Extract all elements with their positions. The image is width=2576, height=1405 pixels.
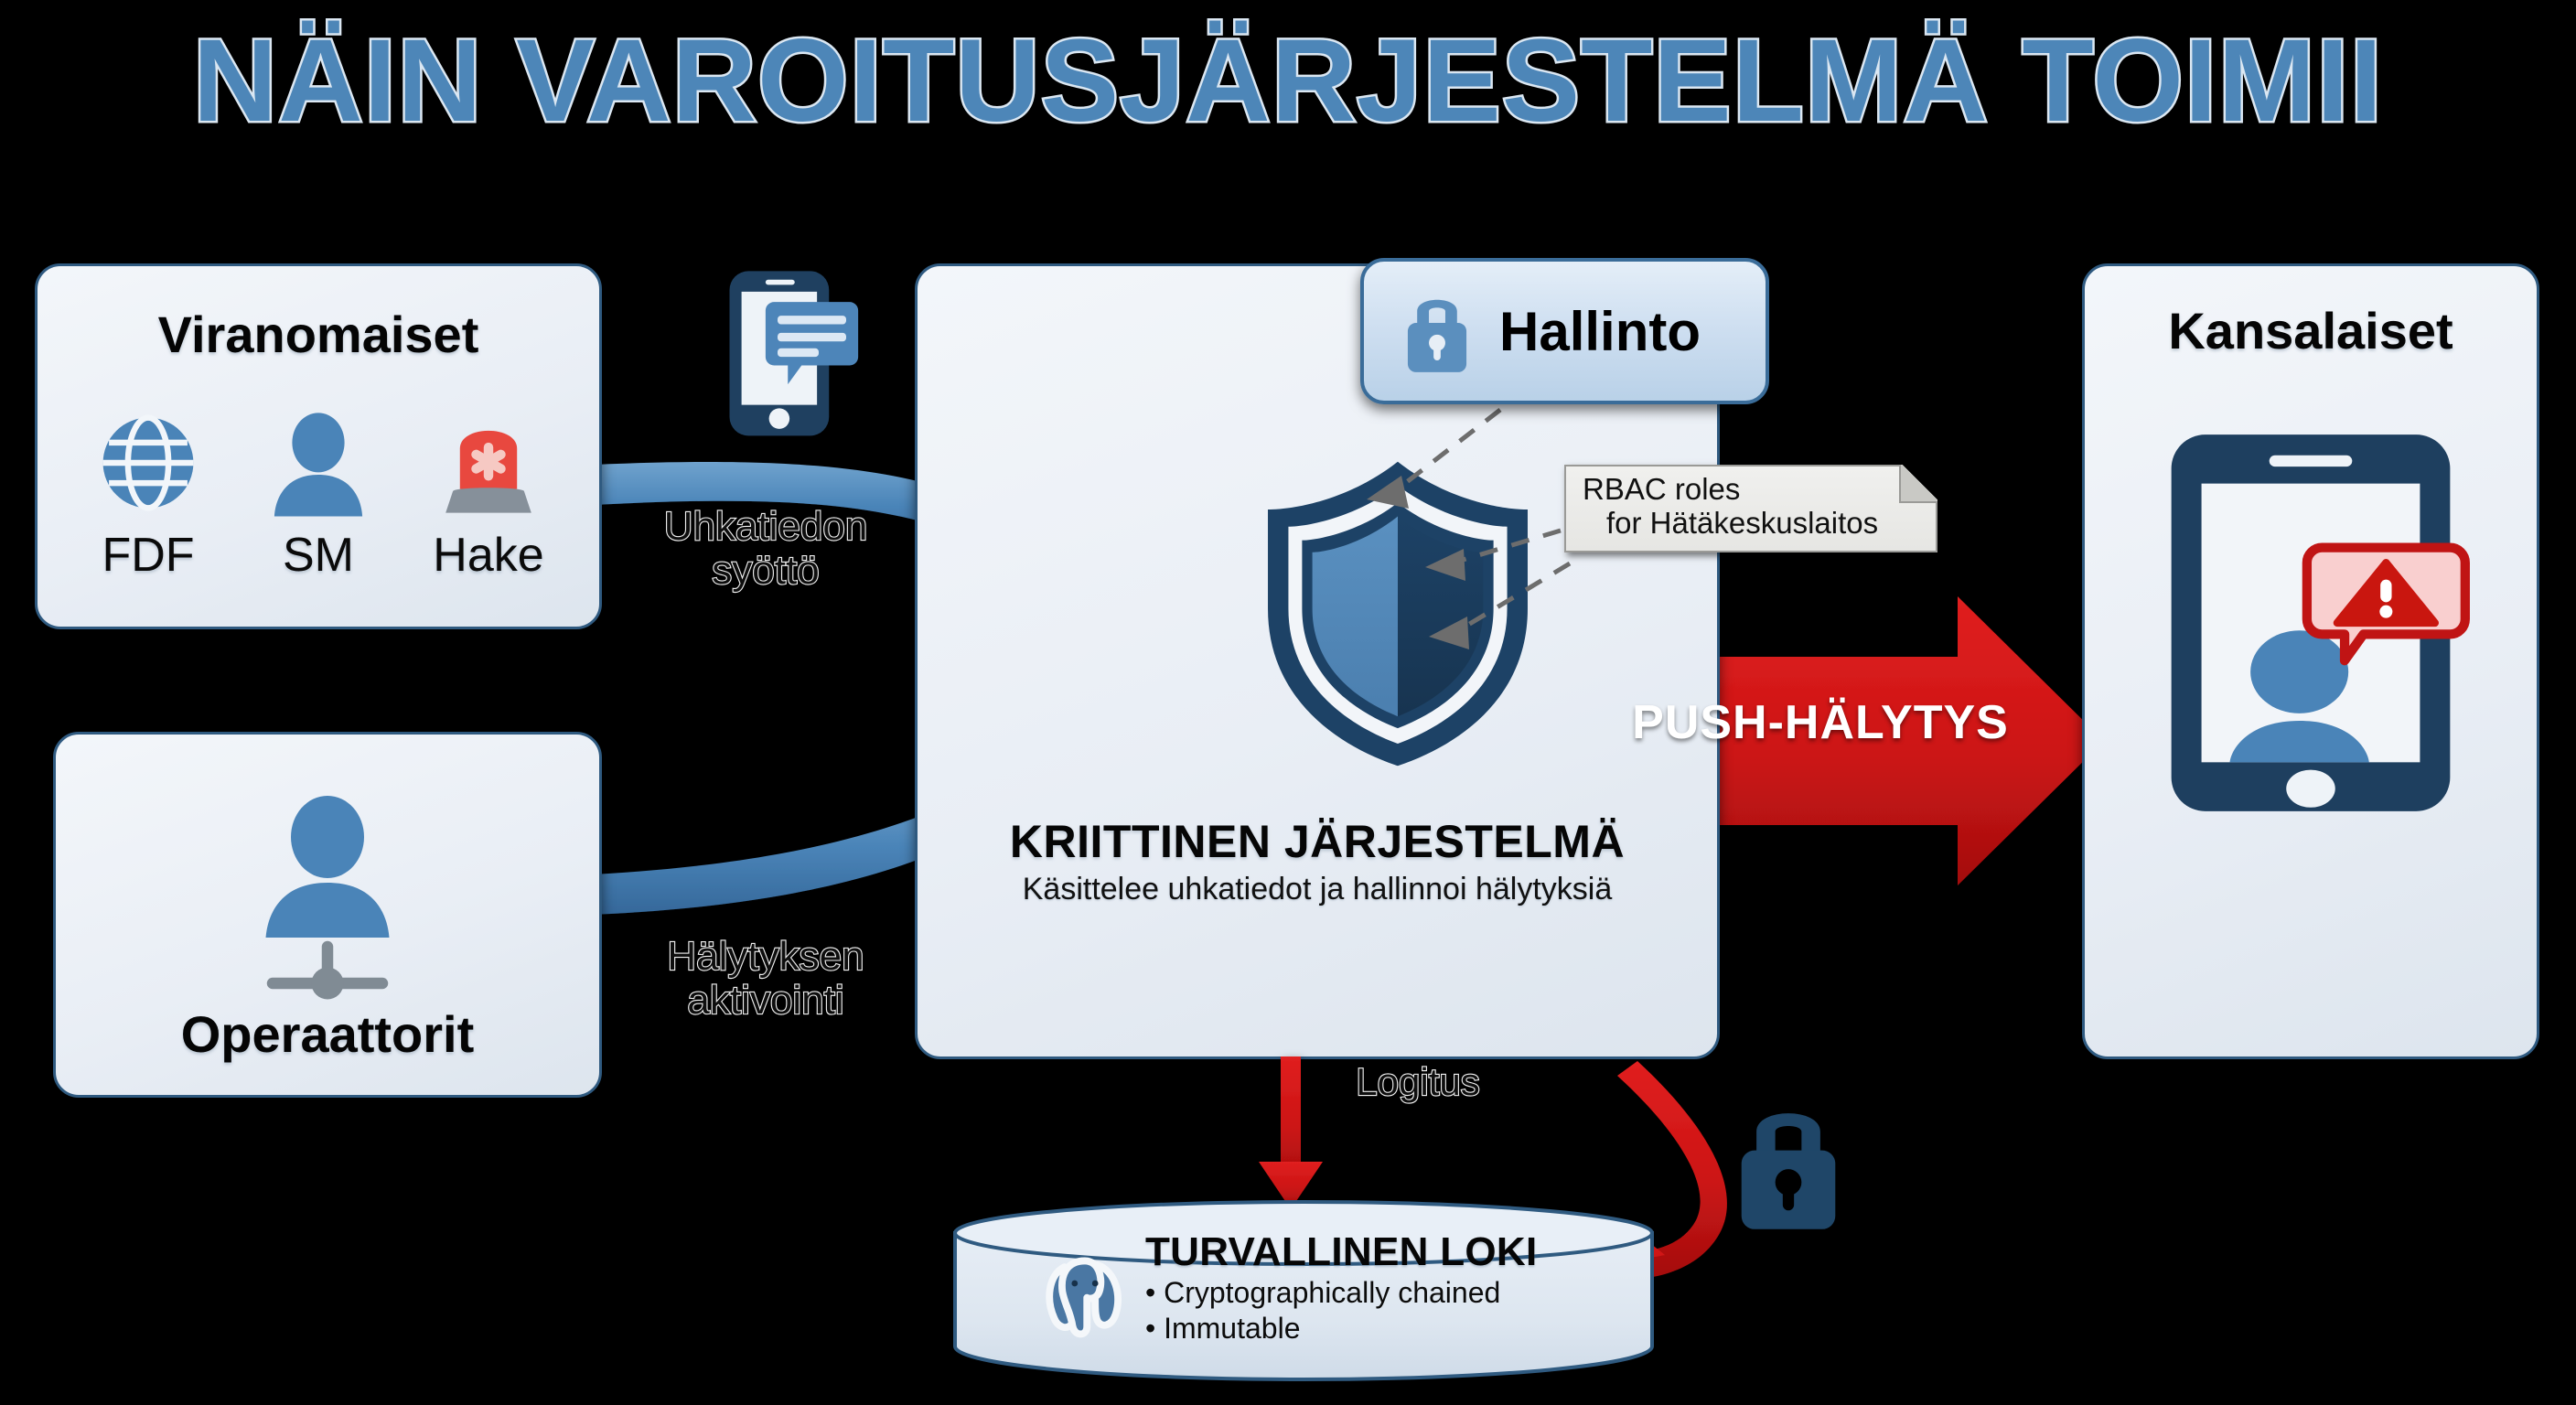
- lock-icon: [1741, 1113, 1836, 1229]
- rbac-note-line-1: RBAC roles: [1583, 472, 1741, 506]
- flow-label-alert-activation-line2: aktivointi: [686, 977, 844, 1023]
- flow-label-threat-input: Uhkatiedon syöttö: [615, 504, 917, 593]
- rbac-note-line-2: for Hätäkeskuslaitos: [1606, 505, 1879, 540]
- lock-icon: [1407, 299, 1467, 372]
- secure-log-title: TURVALLINEN LOKI: [1145, 1229, 1538, 1274]
- operator-network-icon: [265, 796, 390, 1000]
- authorities-title: Viranomaiset: [157, 306, 479, 363]
- governance-label: Hallinto: [1499, 300, 1701, 362]
- note-fold-corner: [1899, 465, 1937, 503]
- authority-item-sm[interactable]: SM: [250, 403, 387, 583]
- critical-system-heading: KRIITTINEN JÄRJESTELMÄ: [1009, 816, 1626, 867]
- authorities-icon-row: FDF SM Hake: [38, 403, 599, 583]
- citizens-panel[interactable]: Kansalaiset: [2082, 263, 2539, 1059]
- rbac-note: RBAC roles for Hätäkeskuslaitos: [1564, 465, 1937, 552]
- authority-label-fdf: FDF: [102, 529, 195, 582]
- push-alert-label: PUSH-HÄLYTYS: [1632, 696, 2009, 749]
- flow-label-alert-activation: Hälytyksen aktivointi: [615, 934, 917, 1023]
- person-icon: [2229, 630, 2369, 763]
- governance-badge[interactable]: Hallinto: [1360, 258, 1769, 404]
- authority-label-hake: Hake: [433, 529, 544, 582]
- warning-triangle-icon: [2302, 542, 2470, 666]
- authorities-panel[interactable]: Viranomaiset FDF: [35, 263, 602, 629]
- shield-icon-wrap: [1261, 458, 1535, 769]
- secure-log-bullet-2: • Immutable: [1145, 1312, 1301, 1346]
- globe-icon: [102, 414, 194, 511]
- secure-log-text: TURVALLINEN LOKI • Cryptographically cha…: [1145, 1229, 1639, 1346]
- siren-icon: [445, 430, 531, 513]
- critical-system-subheading: Käsittelee uhkatiedot ja hallinnoi hälyt…: [1022, 872, 1613, 906]
- authority-item-fdf[interactable]: FDF: [80, 403, 217, 583]
- operators-panel[interactable]: Operaattorit: [53, 732, 602, 1098]
- authority-label-sm: SM: [283, 529, 354, 582]
- phone-message-icon: [729, 271, 859, 436]
- secure-log-bullet-1: • Cryptographically chained: [1145, 1276, 1501, 1309]
- operators-title: Operaattorit: [180, 1005, 475, 1063]
- flow-label-threat-input-line1: Uhkatiedon: [663, 504, 869, 549]
- citizens-title: Kansalaiset: [2168, 302, 2453, 359]
- shield-icon: [1268, 461, 1528, 767]
- smartphone-icon: [2171, 434, 2470, 811]
- page-title: NÄIN VAROITUSJÄRJESTELMÄ TOIMII: [190, 16, 2384, 146]
- operators-icon-wrap: [56, 782, 599, 1011]
- postgresql-elephant-icon: [1046, 1257, 1122, 1338]
- secure-log-cylinder[interactable]: TURVALLINEN LOKI • Cryptographically cha…: [951, 1200, 1656, 1381]
- authority-item-hake[interactable]: Hake: [420, 403, 557, 583]
- cylinder-shape: [953, 1200, 1654, 1381]
- flow-label-threat-input-line2: syöttö: [711, 547, 821, 593]
- flow-label-alert-activation-line1: Hälytyksen: [666, 934, 864, 979]
- person-icon: [274, 413, 363, 517]
- citizen-phone-wrap: [2160, 431, 2470, 815]
- flow-label-logging: Logitus: [1355, 1060, 1481, 1104]
